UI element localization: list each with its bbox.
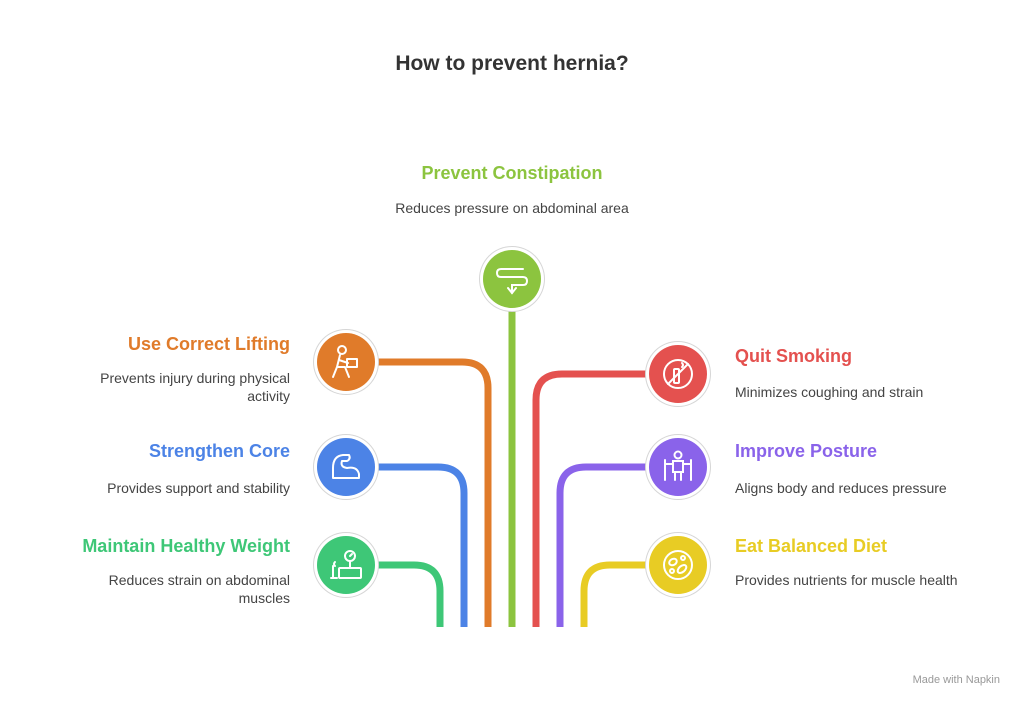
smoking-title: Quit Smoking: [735, 346, 852, 366]
constipation-desc: Reduces pressure on abdominal area: [395, 200, 629, 216]
lifting-person-icon: [317, 333, 375, 391]
salad-bowl-icon: [649, 536, 707, 594]
connector-core: [375, 463, 468, 627]
scale-icon: [317, 536, 375, 594]
lifting-title: Use Correct Lifting: [127, 334, 290, 354]
constipation-title: Prevent Constipation: [421, 163, 603, 183]
core-desc: Provides support and stability: [107, 480, 290, 496]
smoking-desc: Minimizes coughing and strain: [735, 384, 924, 400]
weight-title: Maintain Healthy Weight: [82, 536, 290, 556]
flexed-arm-icon: [317, 438, 375, 496]
core-title: Strengthen Core: [148, 441, 290, 461]
no-smoking-icon: [649, 345, 707, 403]
posture-desc: Aligns body and reduces pressure: [735, 480, 947, 496]
napkin-watermark: Made with Napkin: [912, 674, 1000, 686]
intestine-icon: [483, 250, 541, 308]
connector-smoking: [532, 370, 649, 627]
connector-posture: [556, 463, 649, 627]
diet-desc: Provides nutrients for muscle health: [735, 572, 958, 588]
weight-desc: Reduces strain on abdominal muscles: [108, 572, 290, 606]
connector-lifting: [375, 358, 492, 627]
connector-diet: [580, 561, 649, 627]
lifting-desc: Prevents injury during physical activity: [100, 370, 290, 404]
page-title: How to prevent hernia?: [395, 52, 629, 75]
diet-title: Eat Balanced Diet: [735, 536, 888, 556]
standing-person-icon: [649, 438, 707, 496]
connector-weight: [375, 561, 444, 627]
posture-title: Improve Posture: [735, 441, 878, 461]
